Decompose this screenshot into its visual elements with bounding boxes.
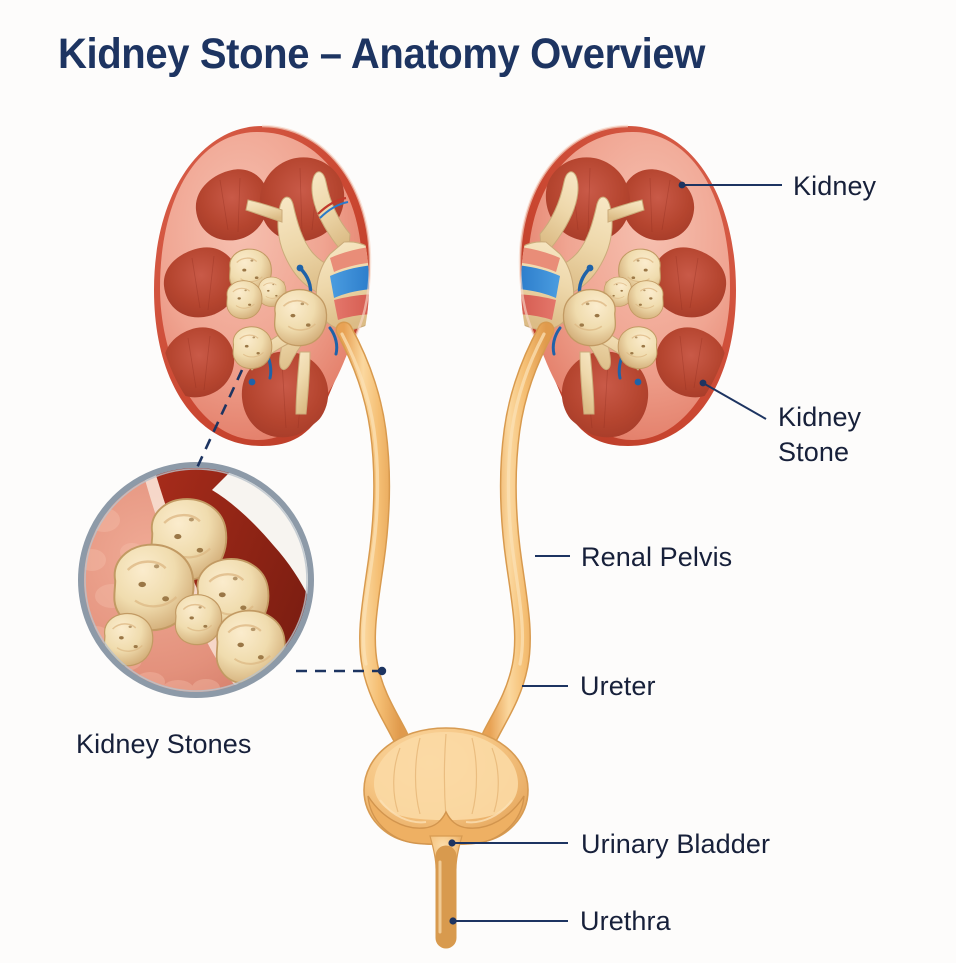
kidney-stone: [226, 280, 263, 320]
left-ureter: [335, 321, 409, 745]
kidney-stone: [617, 326, 658, 370]
kidney-stone-leader: [699, 379, 767, 420]
label-kidney-stone: Kidney Stone: [778, 402, 862, 467]
label-urinary-bladder: Urinary Bladder: [581, 829, 771, 859]
inset-lower-dashed-leader: [296, 666, 387, 676]
leader-lines: [194, 181, 782, 925]
right-kidney: [518, 124, 736, 446]
right-ureter: [481, 321, 555, 745]
kidney-stone: [215, 609, 286, 686]
label-renal-pelvis: Renal Pelvis: [581, 542, 733, 572]
label-urethra: Urethra: [580, 906, 671, 936]
label-kidney-stones-inset: Kidney Stones: [76, 729, 252, 759]
kidney-leader: [678, 181, 782, 189]
urethra-leader: [449, 917, 568, 925]
kidney-stones-magnifier: [78, 462, 314, 698]
kidney-stone: [273, 288, 328, 347]
kidney-stone: [562, 288, 617, 347]
right-renal-vessels: [521, 245, 642, 386]
label-ureter: Ureter: [580, 671, 656, 701]
label-kidney: Kidney: [793, 171, 877, 201]
kidney-stone: [174, 593, 223, 646]
page-title: Kidney Stone – Anatomy Overview: [58, 30, 706, 78]
urinary-bladder-leader: [448, 839, 568, 847]
urethra: [435, 845, 457, 949]
kidney-stone: [627, 280, 664, 320]
kidney-stone: [232, 326, 273, 370]
left-kidney: [154, 124, 372, 446]
